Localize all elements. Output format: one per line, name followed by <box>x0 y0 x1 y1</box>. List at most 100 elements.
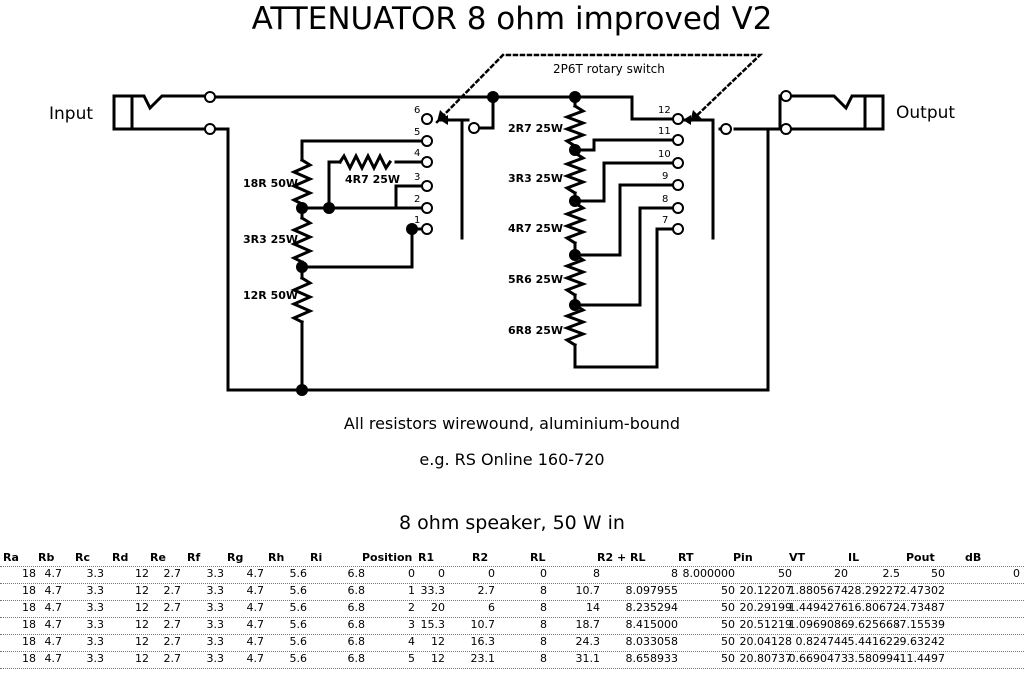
table-cell: 3.3 <box>86 584 105 597</box>
table-cell: -7.15539 <box>895 618 945 631</box>
table-cell: 12 <box>135 584 149 597</box>
junction-dots <box>296 91 581 396</box>
table-cell: 4.7 <box>44 652 63 665</box>
table-cell: 8 <box>540 652 547 665</box>
table-cell: 50 <box>721 601 735 614</box>
table-cell: 4.7 <box>246 584 265 597</box>
table-cell: 18 <box>22 584 36 597</box>
right-position-9: 9 <box>662 171 668 182</box>
table-cell: 50 <box>721 635 735 648</box>
terminals <box>204 90 792 235</box>
table-cell: 9.625668 <box>847 618 901 631</box>
table-cell: 3.3 <box>86 601 105 614</box>
table-cell: 2.7 <box>163 618 182 631</box>
table-header-cell: Rb <box>38 551 55 564</box>
table-cell: 3.3 <box>86 652 105 665</box>
table-cell: 50 <box>721 584 735 597</box>
table-header-cell: Rg <box>227 551 244 564</box>
resistor-6r8-zigzag <box>562 302 588 348</box>
table-cell: 18 <box>22 567 36 580</box>
table-cell: 0 <box>438 567 445 580</box>
switch-gang-line <box>435 53 764 124</box>
table-cell: 20.04128 <box>739 635 793 648</box>
resistor-2r7-zigzag <box>562 103 588 149</box>
table-cell: 8 <box>540 635 547 648</box>
table-cell: 3.3 <box>206 567 225 580</box>
switch-label: 2P6T rotary switch <box>553 62 665 76</box>
table-cell: 3.3 <box>206 601 225 614</box>
table-cell: 3.3 <box>206 584 225 597</box>
table-cell: 5.6 <box>289 567 308 580</box>
table-cell: 20 <box>834 567 848 580</box>
table-cell: 3.3 <box>86 567 105 580</box>
table-cell: 4.7 <box>44 567 63 580</box>
table-cell: 18 <box>22 635 36 648</box>
left-position-4: 4 <box>414 148 420 159</box>
table-header-cell: RL <box>530 551 546 564</box>
note-supplier: e.g. RS Online 160-720 <box>419 450 605 469</box>
resistor-3r3-right-label: 3R3 25W <box>508 172 563 185</box>
resistor-3r3-left-label: 3R3 25W <box>243 233 298 246</box>
table-cell: 4 <box>408 635 415 648</box>
input-jack-spring <box>130 94 206 111</box>
table-header-cell: Re <box>150 551 166 564</box>
table-cell: -9.63242 <box>895 635 945 648</box>
table-cell: 1.4494276 <box>788 601 849 614</box>
table-header-cell: Rf <box>187 551 201 564</box>
wire-top <box>214 95 674 121</box>
table-cell: 16.3 <box>470 635 496 648</box>
left-position-1: 1 <box>414 215 420 226</box>
table-cell: 4.7 <box>44 584 63 597</box>
table-cell: 2.5 <box>882 567 901 580</box>
resistor-4r7-left-zigzag <box>337 152 393 172</box>
table-header-cell: R2 <box>472 551 489 564</box>
note-resistors: All resistors wirewound, aluminium-bound <box>343 414 681 433</box>
table-cell: 16.80672 <box>847 601 901 614</box>
table-cell: 3.580994 <box>847 652 901 665</box>
table-cell: 12 <box>135 601 149 614</box>
table-cell: 4.7 <box>246 652 265 665</box>
table-header-cell: RT <box>678 551 694 564</box>
resistor-5r6-label: 5R6 25W <box>508 273 563 286</box>
table-cell: 10.7 <box>575 584 601 597</box>
table-cell: 5.441622 <box>847 635 901 648</box>
table-cell: 28.29227 <box>847 584 901 597</box>
table-cell: 10.7 <box>470 618 496 631</box>
left-position-6: 6 <box>414 105 420 116</box>
table-cell: 6.8 <box>347 567 366 580</box>
resistor-18r-zigzag <box>290 157 314 207</box>
table-cell: 5.6 <box>289 601 308 614</box>
table-cell: 4.7 <box>246 635 265 648</box>
table-cell: 12 <box>135 635 149 648</box>
table-cell: 1.0969086 <box>788 618 849 631</box>
table-cell: 8.658933 <box>625 652 679 665</box>
left-position-2: 2 <box>414 194 420 205</box>
resistor-2r7-label: 2R7 25W <box>508 122 563 135</box>
table-cell: 2.7 <box>163 652 182 665</box>
table-cell: -11.4497 <box>895 652 945 665</box>
resistor-6r8-label: 6R8 25W <box>508 324 563 337</box>
table-cell: 18.7 <box>575 618 601 631</box>
table-cell: 50 <box>721 618 735 631</box>
table-header-cell: R1 <box>418 551 435 564</box>
table-cell: 23.1 <box>470 652 496 665</box>
table-header-cell: Pout <box>906 551 935 564</box>
table-cell: 31.1 <box>575 652 601 665</box>
table-cell: 8 <box>540 618 547 631</box>
resistor-18r-label: 18R 50W <box>243 177 298 190</box>
table-header-cell: Rc <box>75 551 90 564</box>
table-cell: 20 <box>431 601 445 614</box>
table-cell: 6 <box>488 601 495 614</box>
table-cell: 3 <box>408 618 415 631</box>
table-cell: 8.415000 <box>625 618 679 631</box>
table-cell: 15.3 <box>420 618 446 631</box>
output-jack-icon <box>863 94 885 131</box>
